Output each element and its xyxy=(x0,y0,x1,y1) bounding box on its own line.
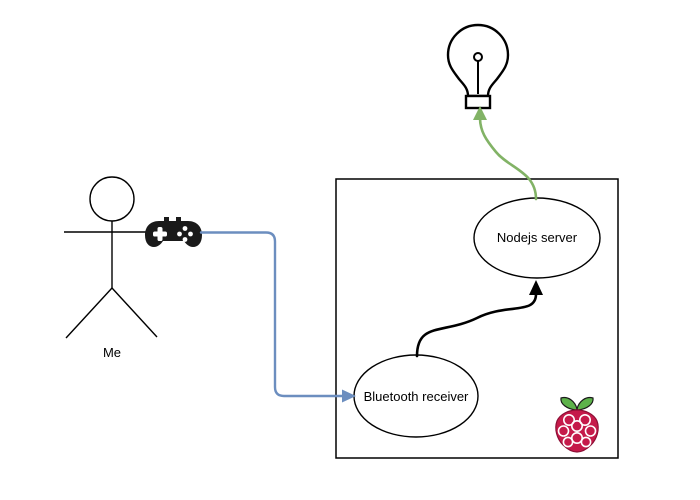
gamepad-icon xyxy=(145,217,202,247)
stick-figure-left-leg xyxy=(65,287,113,339)
node-bluetooth-receiver: Bluetooth receiver xyxy=(353,354,479,438)
black-connector-line xyxy=(415,292,538,358)
green-connector-line xyxy=(478,116,538,201)
node-nodejs-server: Nodejs server xyxy=(473,197,601,279)
gamepad-button-left xyxy=(177,231,182,237)
lightbulb-filament-dot xyxy=(473,52,483,62)
bluetooth-label: Bluetooth receiver xyxy=(364,389,469,404)
connector-gamepad-to-bluetooth xyxy=(199,231,356,403)
connector-bluetooth-to-nodejs xyxy=(415,280,543,358)
black-connector-arrowhead xyxy=(529,280,543,295)
nodejs-label: Nodejs server xyxy=(497,230,578,245)
gamepad-dpad-horizontal xyxy=(153,231,167,237)
raspberry-leaf-right xyxy=(576,396,594,411)
stick-figure: Me xyxy=(64,176,200,360)
stick-figure-head xyxy=(89,176,135,222)
raspberry-drupelets xyxy=(557,413,597,448)
gamepad-button-right xyxy=(188,231,193,237)
lightbulb-icon xyxy=(446,23,510,110)
connector-nodejs-to-bulb xyxy=(473,106,538,201)
gamepad-button-top xyxy=(182,226,188,231)
blue-connector-line xyxy=(199,231,345,398)
gamepad-button-bottom xyxy=(182,237,188,242)
stick-figure-right-leg xyxy=(111,287,158,338)
green-connector-arrowhead xyxy=(473,106,487,120)
raspberry-pi-logo xyxy=(555,396,599,453)
blue-connector-arrowhead xyxy=(342,389,356,403)
gamepad-button-bump-left xyxy=(164,217,169,223)
lightbulb-base xyxy=(464,94,492,110)
raspberry-leaf-left xyxy=(560,396,578,411)
gamepad-button-bump-right xyxy=(176,217,181,223)
actor-label: Me xyxy=(103,345,121,360)
